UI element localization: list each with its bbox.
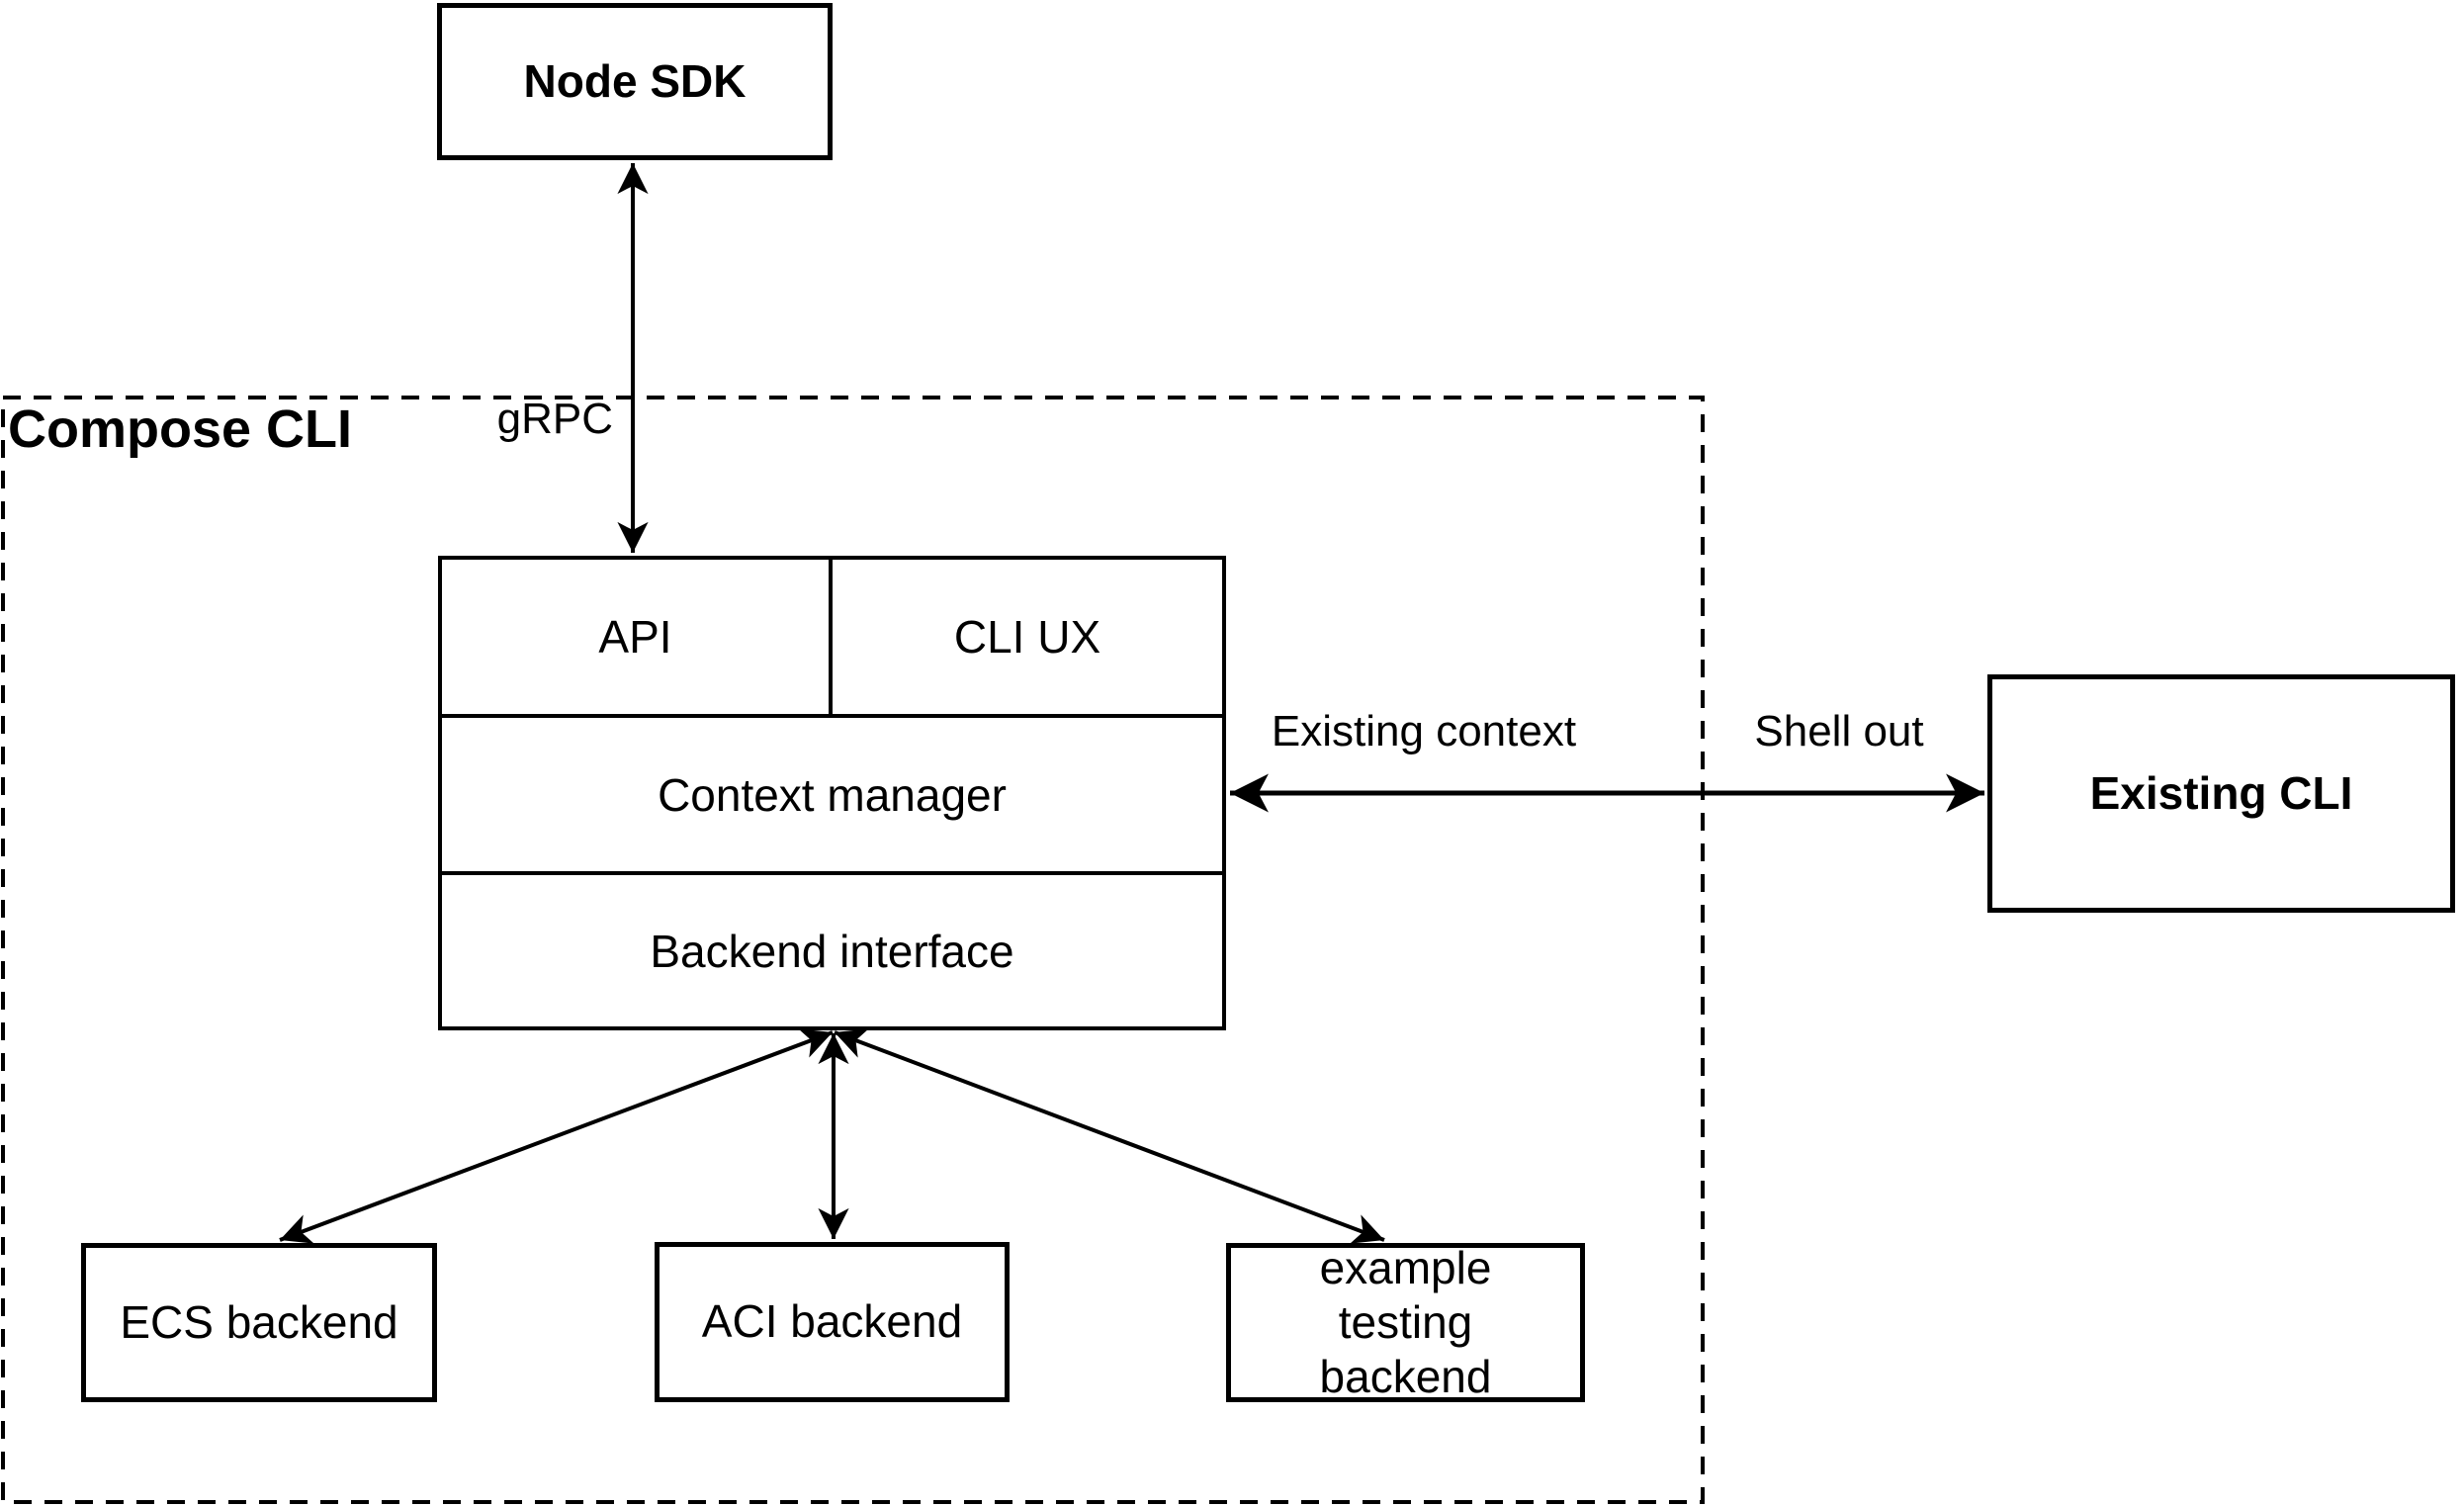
backend-interface-cell: Backend interface	[442, 871, 1222, 1026]
api-cell: API	[442, 560, 833, 714]
compose-cli-dashed-border	[1, 396, 1705, 1504]
compose-cli-core-box: API CLI UX Context manager Backend inter…	[438, 556, 1226, 1030]
existing-cli-box: Existing CLI	[1987, 674, 2455, 913]
api-cliux-row: API CLI UX	[442, 560, 1222, 714]
ecs-backend-box: ECS backend	[81, 1243, 437, 1402]
example-testing-backend-label: example testing backend	[1319, 1241, 1492, 1403]
backend-interface-label: Backend interface	[650, 925, 1014, 977]
api-label: API	[598, 611, 672, 663]
example-backend-edge	[834, 1028, 1385, 1244]
aci-backend-label: ACI backend	[701, 1295, 963, 1348]
existing-context-edge-label: Existing context	[1271, 707, 1577, 755]
aci-backend-box: ACI backend	[655, 1242, 1010, 1402]
context-manager-cell: Context manager	[442, 714, 1222, 871]
compose-cli-container-label: Compose CLI	[8, 399, 353, 459]
cli-ux-cell: CLI UX	[833, 560, 1222, 714]
existing-cli-label: Existing CLI	[2089, 766, 2353, 819]
ecs-backend-label: ECS backend	[120, 1295, 398, 1348]
context-manager-label: Context manager	[658, 768, 1007, 821]
ecs-backend-edge	[279, 1028, 834, 1244]
cli-ux-label: CLI UX	[953, 611, 1101, 663]
example-testing-backend-box: example testing backend	[1226, 1241, 1585, 1403]
node-sdk-box: Node SDK	[437, 3, 833, 160]
shell-out-edge-label: Shell out	[1754, 707, 1924, 755]
grpc-edge-label: gRPC	[496, 395, 613, 443]
node-sdk-label: Node SDK	[523, 54, 747, 107]
